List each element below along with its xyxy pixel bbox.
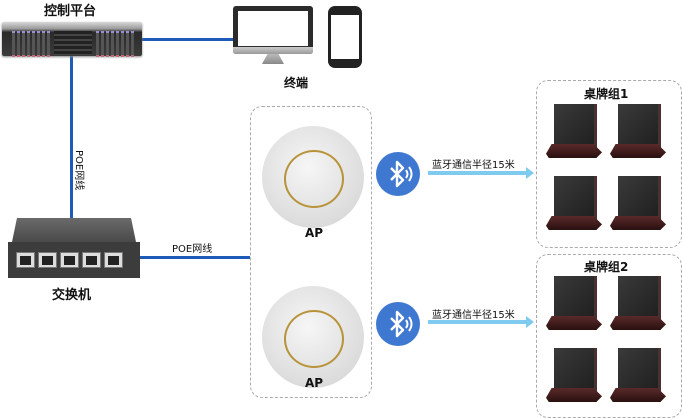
smartphone-icon: [328, 6, 362, 68]
server-rack-icon: [2, 22, 142, 57]
table-sign-icon: [610, 276, 666, 334]
sign-group-2-label: 桌牌组2: [584, 260, 629, 274]
sign-group-1-label: 桌牌组1: [584, 87, 629, 101]
arrow-to-group-2: [428, 316, 534, 328]
wire-platform-to-switch: [70, 56, 73, 218]
table-sign-icon: [610, 104, 666, 162]
control-platform-label: 控制平台: [44, 4, 97, 19]
table-sign-icon: [546, 176, 602, 234]
bluetooth-icon: [376, 302, 420, 346]
access-point-1-icon: [262, 126, 364, 228]
wire-switch-to-ap: [138, 256, 250, 259]
bluetooth-range-label-2: 蓝牙通信半径15米: [432, 310, 515, 321]
wire-platform-to-terminal: [142, 38, 234, 41]
table-sign-icon: [546, 104, 602, 162]
table-sign-icon: [610, 176, 666, 234]
desktop-monitor-icon: [233, 6, 313, 54]
access-point-1-label: AP: [305, 226, 324, 240]
bluetooth-icon: [376, 152, 420, 196]
terminal-label: 终端: [284, 76, 309, 90]
bluetooth-range-label-1: 蓝牙通信半径15米: [432, 160, 515, 171]
poe-cable-label-vertical: POE网线: [73, 150, 84, 191]
arrow-to-group-1: [428, 167, 534, 179]
access-point-2-icon: [262, 286, 364, 388]
poe-switch-icon: [8, 218, 140, 278]
access-point-2-label: AP: [305, 376, 324, 390]
poe-cable-label-horizontal: POE网线: [172, 244, 213, 255]
switch-label: 交换机: [52, 288, 92, 303]
table-sign-icon: [610, 348, 666, 406]
ap-group-box: [250, 106, 372, 398]
table-sign-icon: [546, 276, 602, 334]
monitor-stand: [262, 54, 284, 64]
table-sign-icon: [546, 348, 602, 406]
